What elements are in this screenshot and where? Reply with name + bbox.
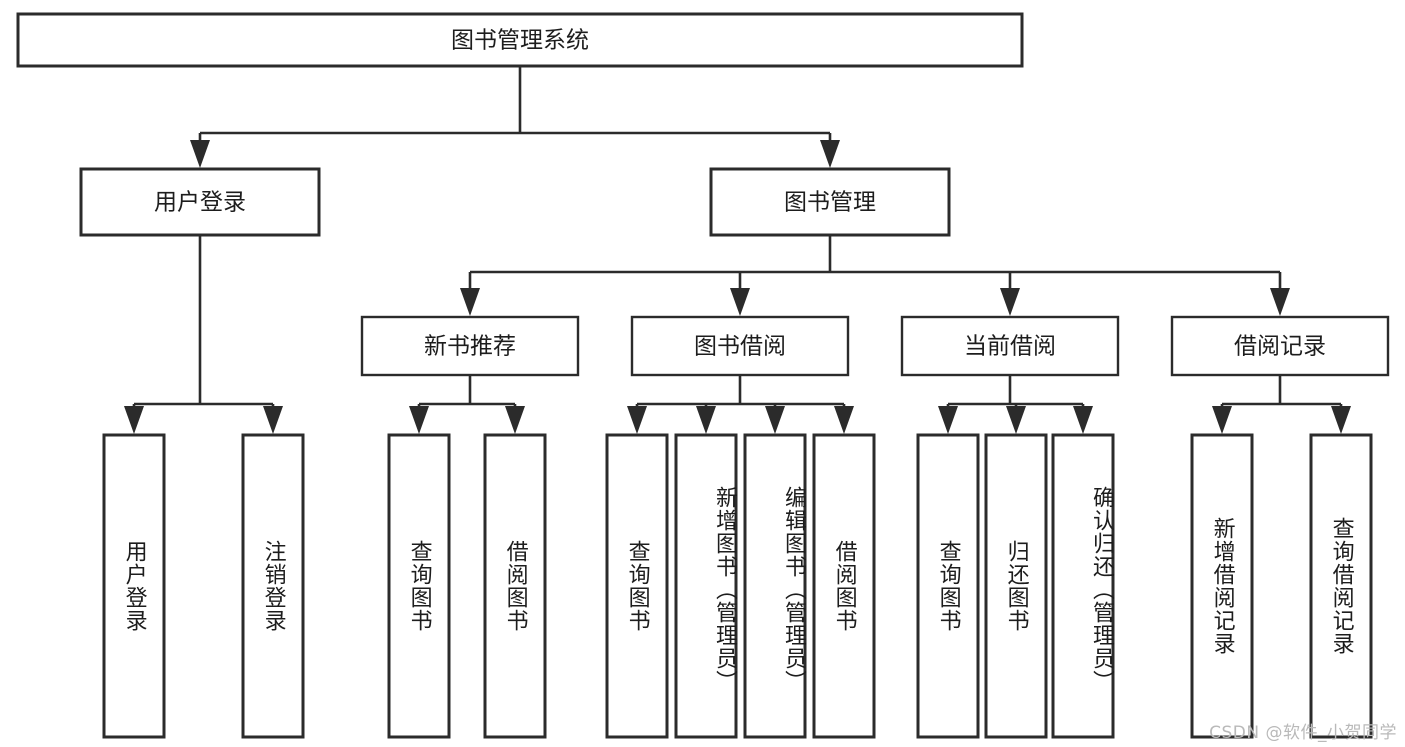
node-root-label: 图书管理系统 [451,28,589,54]
node-borrow-record-box[interactable] [1170,315,1390,377]
arrowhead-icon [263,406,283,434]
node-leaf-user-login-box[interactable] [102,433,166,739]
node-book-borrow-box[interactable] [630,315,850,377]
node-user-login-label: 用户登录 [154,190,246,216]
arrowhead-icon [1212,406,1232,434]
arrowhead-icon [820,140,840,168]
node-leaf-query-book-2-box[interactable] [605,433,669,739]
arrowhead-icon [190,140,210,168]
node-leaf-borrow-book-1-box[interactable] [483,433,547,739]
node-book-manage-label: 图书管理 [784,190,876,216]
arrowhead-icon [124,406,144,434]
node-current-borrow-label: 当前借阅 [964,334,1056,360]
arrowheads-layer [124,140,1351,434]
arrowhead-icon [1073,406,1093,434]
arrowhead-icon [1331,406,1351,434]
arrowhead-icon [938,406,958,434]
node-user-login-box[interactable] [79,167,321,237]
arrowhead-icon [460,288,480,316]
node-leaf-query-record-box[interactable] [1309,433,1373,739]
node-new-book-recommend-label: 新书推荐 [424,334,516,360]
node-borrow-record-label: 借阅记录 [1234,334,1326,360]
node-leaf-add-book-box[interactable] [674,433,738,739]
arrowhead-icon [834,406,854,434]
node-leaf-confirm-return-box[interactable] [1051,433,1115,739]
node-leaf-logout-box[interactable] [241,433,305,739]
node-current-borrow-box[interactable] [900,315,1120,377]
arrowhead-icon [696,406,716,434]
arrowhead-icon [627,406,647,434]
node-leaf-borrow-book-2-box[interactable] [812,433,876,739]
node-book-borrow-label: 图书借阅 [694,334,786,360]
node-leaf-query-book-3-box[interactable] [916,433,980,739]
arrowhead-icon [1000,288,1020,316]
node-leaf-add-record-box[interactable] [1190,433,1254,739]
node-leaf-edit-book-box[interactable] [743,433,807,739]
arrowhead-icon [730,288,750,316]
node-book-manage-box[interactable] [709,167,951,237]
nodes-layer: 图书管理系统 用户登录 图书管理 新书推荐 图书借阅 当前借阅 借阅记录 [16,12,1390,739]
arrowhead-icon [505,406,525,434]
node-leaf-query-book-1-box[interactable] [387,433,451,739]
arrowhead-icon [1006,406,1026,434]
watermark-label: CSDN @软件_小贺同学 [1209,723,1397,743]
node-new-book-recommend-box[interactable] [360,315,580,377]
node-root-box[interactable] [16,12,1024,68]
node-leaf-return-book-box[interactable] [984,433,1048,739]
arrowhead-icon [409,406,429,434]
arrowhead-icon [1270,288,1290,316]
arrowhead-icon [765,406,785,434]
